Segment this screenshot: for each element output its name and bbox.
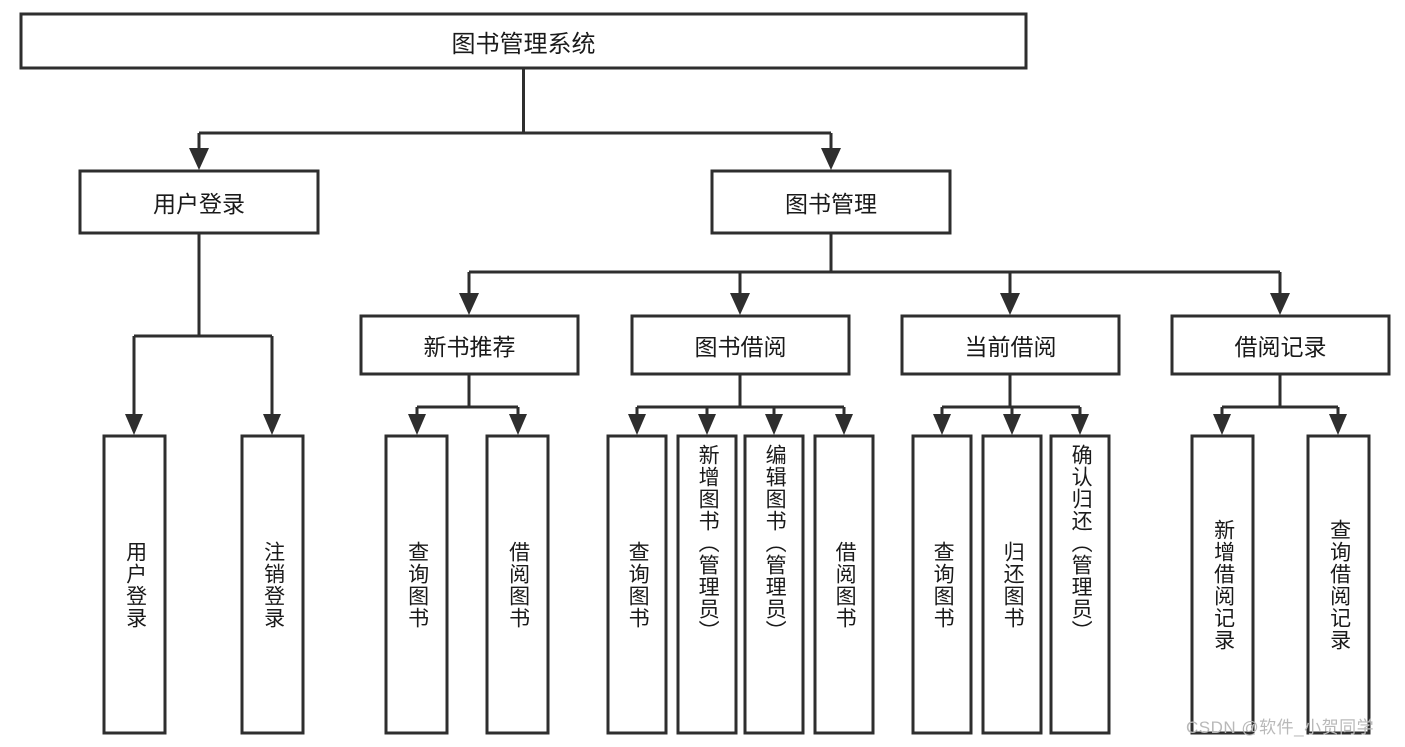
- arrow-icon: [933, 414, 951, 435]
- node-box-leaf-borrow-book-1[interactable]: [485, 434, 550, 735]
- node-box-leaf-query-book-2[interactable]: [606, 434, 668, 735]
- arrow-icon: [628, 414, 646, 435]
- arrow-icon: [821, 148, 841, 170]
- connector-group-current-borrow: [933, 374, 1089, 435]
- connector-group-new-book: [408, 374, 527, 435]
- node-box-borrow-record[interactable]: [1170, 314, 1391, 376]
- connector-group-root: [189, 68, 841, 170]
- node-box-leaf-query-record[interactable]: [1306, 434, 1371, 735]
- node-box-leaf-add-book[interactable]: [676, 434, 738, 735]
- arrow-icon: [835, 414, 853, 435]
- node-box-user-login[interactable]: [78, 169, 320, 235]
- node-box-book-management[interactable]: [710, 169, 952, 235]
- arrow-icon: [509, 414, 527, 435]
- node-box-leaf-confirm-return[interactable]: [1049, 434, 1111, 735]
- connector-group-book-mgmt: [459, 233, 1290, 315]
- connector-group-user-login: [125, 233, 281, 435]
- node-box-new-book-recommend[interactable]: [359, 314, 580, 376]
- arrow-icon: [1329, 414, 1347, 435]
- node-box-book-borrow[interactable]: [630, 314, 851, 376]
- node-box-leaf-query-book-3[interactable]: [911, 434, 973, 735]
- node-box-leaf-user-login[interactable]: [102, 434, 167, 735]
- watermark-text: CSDN @软件_小贺同学: [1186, 718, 1375, 737]
- arrow-icon: [459, 293, 479, 315]
- node-box-root[interactable]: [19, 12, 1028, 70]
- arrow-icon: [263, 414, 281, 435]
- node-box-leaf-logout[interactable]: [240, 434, 305, 735]
- arrow-icon: [125, 414, 143, 435]
- node-box-leaf-add-record[interactable]: [1190, 434, 1255, 735]
- arrow-icon: [1000, 293, 1020, 315]
- arrow-icon: [765, 414, 783, 435]
- connector-group-borrow-record: [1213, 374, 1347, 435]
- arrow-icon: [408, 414, 426, 435]
- node-box-leaf-query-book-1[interactable]: [384, 434, 449, 735]
- arrow-icon: [1270, 293, 1290, 315]
- arrow-icon: [1213, 414, 1231, 435]
- arrow-icon: [1071, 414, 1089, 435]
- arrow-icon: [1003, 414, 1021, 435]
- arrow-icon: [698, 414, 716, 435]
- node-box-leaf-return-book[interactable]: [981, 434, 1043, 735]
- node-box-leaf-borrow-book-2[interactable]: [813, 434, 875, 735]
- arrow-icon: [189, 148, 209, 170]
- node-box-current-borrow[interactable]: [900, 314, 1121, 376]
- node-box-leaf-edit-book[interactable]: [743, 434, 805, 735]
- arrow-icon: [730, 293, 750, 315]
- connector-group-book-borrow: [628, 374, 853, 435]
